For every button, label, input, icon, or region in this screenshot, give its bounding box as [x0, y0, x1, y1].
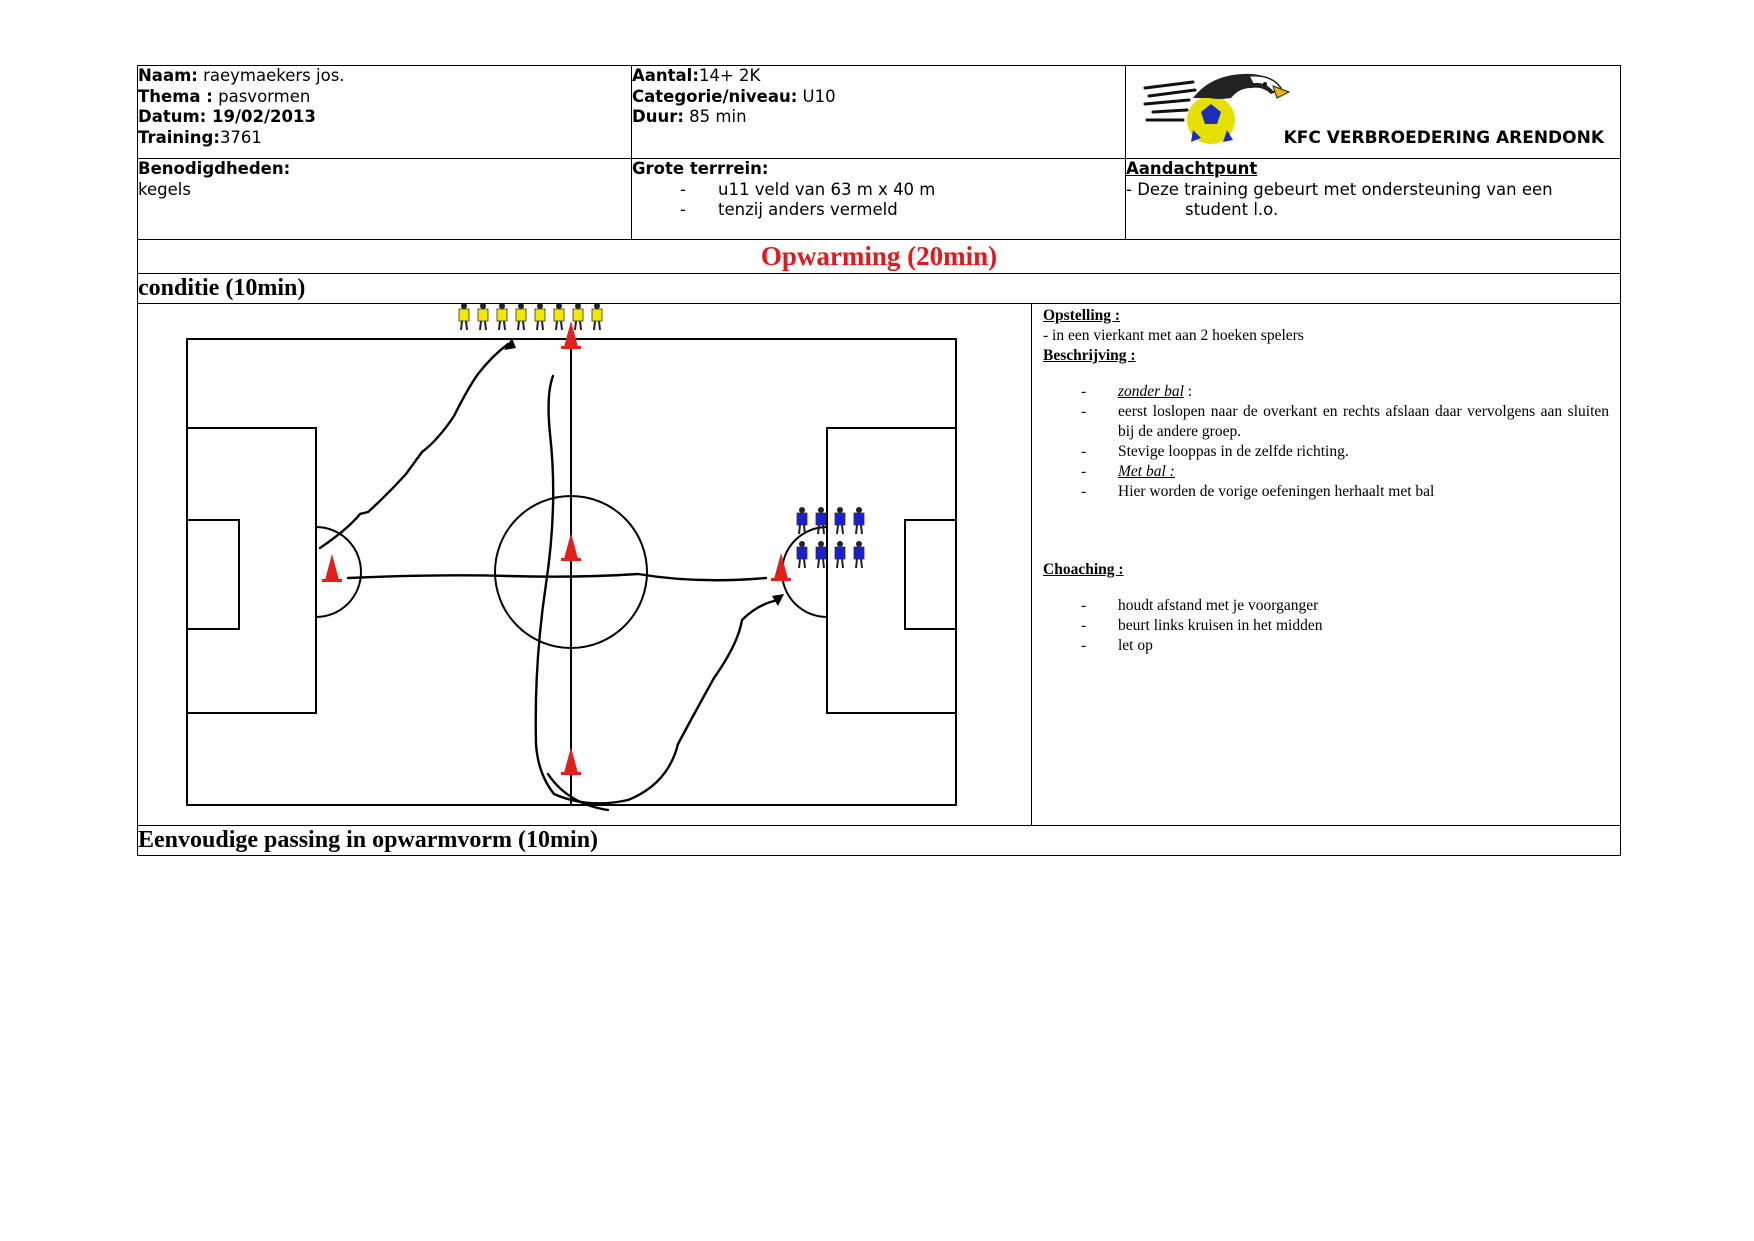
- list-item: -beurt links kruisen in het midden: [1081, 617, 1323, 634]
- section-title-passing: Eenvoudige passing in opwarmvorm (10min): [136, 825, 1622, 856]
- player-figure: [534, 303, 546, 331]
- list-item: -Met bal :: [1081, 463, 1175, 480]
- player-figure: [477, 303, 489, 331]
- naam-label: Naam:: [138, 66, 198, 85]
- thema-label: Thema :: [138, 86, 213, 106]
- left-goal-box: [186, 519, 240, 630]
- benodigdheden-cell: Benodigdheden: kegels: [137, 158, 632, 240]
- player-figure: [815, 541, 827, 569]
- arrow-head-lower: [772, 594, 784, 606]
- training-value: 3761: [219, 127, 262, 147]
- cone-marker: [774, 553, 788, 579]
- cone-group: [322, 321, 791, 775]
- list-item: -u11 veld van 63 m x 40 m: [680, 179, 936, 199]
- coaching-label: Choaching :: [1043, 561, 1124, 578]
- player-figure: [815, 507, 827, 535]
- terrein-list: -u11 veld van 63 m x 40 m -tenzij anders…: [632, 180, 1125, 221]
- yellow-player-group: [458, 303, 603, 331]
- center-circle: [494, 495, 648, 649]
- duur-label: Duur:: [632, 107, 684, 126]
- aantal-value: 14+ 2K: [698, 66, 761, 85]
- group-info-cell: Aantal:14+ 2K Categorie/niveau: U10 Duur…: [630, 65, 1127, 159]
- aantal-label: Aantal:: [632, 66, 699, 85]
- list-item: -let op: [1081, 637, 1153, 654]
- club-name: KFC VERBROEDERING ARENDONK: [1283, 128, 1605, 148]
- player-figure: [515, 303, 527, 331]
- terrein-cell: Grote terrrein: -u11 veld van 63 m x 40 …: [630, 158, 1127, 240]
- list-item: -Hier worden de vorige oefeningen herhaa…: [1081, 483, 1435, 500]
- cone-base: [561, 772, 581, 775]
- list-item: -Stevige looppas in de zelfde richting.: [1081, 443, 1349, 460]
- run-path-upper: [318, 342, 510, 550]
- aandachtpunt-label: Aandachtpunt: [1126, 159, 1258, 178]
- list-item: -zonder bal :: [1081, 383, 1193, 400]
- dash: -: [1043, 327, 1053, 344]
- beschrijving-list: -zonder bal : -eerst loslopen naar de ov…: [1043, 382, 1609, 502]
- cone-base: [322, 579, 342, 582]
- naam-value: raeymaekers jos.: [197, 66, 345, 85]
- beschrijving-label: Beschrijving :: [1043, 347, 1136, 364]
- aandachtpunt-line2: student l.o.: [1185, 200, 1279, 219]
- list-item: -houdt afstand met je voorganger: [1081, 597, 1319, 614]
- opstelling-text: in een vierkant met aan 2 hoeken spelers: [1052, 327, 1304, 344]
- left-penalty-arc: [315, 526, 362, 618]
- exercise-description-cell: Opstelling : - in een vierkant met aan 2…: [1030, 303, 1622, 826]
- player-figure: [553, 303, 565, 331]
- player-figure: [796, 541, 808, 569]
- duur-value: 85 min: [683, 107, 747, 126]
- categorie-label: Categorie/niveau:: [632, 86, 798, 106]
- list-item: -tenzij anders vermeld: [680, 200, 898, 219]
- player-figure: [853, 541, 865, 569]
- benodigdheden-value: kegels: [138, 179, 191, 199]
- trainer-info-cell: Naam: raeymaekers jos. Thema : pasvormen…: [137, 65, 632, 159]
- player-figure: [591, 303, 603, 331]
- training-table: Naam: raeymaekers jos. Thema : pasvormen…: [136, 65, 1622, 856]
- field-diagram-cell: [137, 303, 1032, 826]
- player-figure: [496, 303, 508, 331]
- arrow-head-upper: [504, 338, 516, 350]
- player-figure: [834, 541, 846, 569]
- coaching-list: -houdt afstand met je voorganger -beurt …: [1043, 596, 1609, 656]
- thema-value: pasvormen: [212, 86, 311, 106]
- run-path-lower: [534, 374, 780, 805]
- blue-player-group: [796, 507, 865, 569]
- right-penalty-box: [826, 427, 957, 714]
- player-figure: [458, 303, 470, 331]
- cone-marker: [325, 554, 339, 580]
- player-figure: [796, 507, 808, 535]
- terrein-label: Grote terrrein:: [632, 159, 769, 178]
- training-sheet: Naam: raeymaekers jos. Thema : pasvormen…: [136, 65, 1622, 856]
- run-path-horizontal: [346, 572, 768, 582]
- cone-base: [771, 578, 791, 581]
- left-penalty-box: [186, 427, 317, 714]
- soccer-field-diagram: [186, 303, 957, 812]
- cone-base: [561, 558, 581, 561]
- right-penalty-arc: [781, 526, 828, 618]
- right-goal-box: [904, 519, 957, 630]
- cone-marker: [564, 533, 578, 559]
- player-figure: [572, 303, 584, 331]
- warmup-title: Opwarming (20min): [136, 239, 1622, 274]
- opstelling-label: Opstelling :: [1043, 307, 1121, 324]
- cone-base: [561, 346, 581, 349]
- cone-marker: [564, 747, 578, 773]
- player-figure: [834, 507, 846, 535]
- section-title-conditie: conditie (10min): [136, 273, 1622, 304]
- eagle-football-logo: [1143, 73, 1291, 144]
- player-figure: [853, 507, 865, 535]
- club-logo-cell: KFC VERBROEDERING ARENDONK: [1125, 65, 1622, 159]
- aandachtpunt-cell: Aandachtpunt - Deze training gebeurt met…: [1125, 158, 1622, 240]
- aandachtpunt-line1: - Deze training gebeurt met ondersteunin…: [1126, 179, 1553, 199]
- list-item: -eerst loslopen naar de overkant en rech…: [1081, 403, 1610, 440]
- training-label: Training:: [138, 127, 220, 147]
- run-path-bottom: [546, 772, 610, 812]
- cone-marker: [564, 321, 578, 347]
- benodigdheden-label: Benodigdheden:: [138, 159, 291, 178]
- datum-label: Datum: 19/02/2013: [138, 107, 316, 126]
- categorie-value: U10: [797, 86, 836, 106]
